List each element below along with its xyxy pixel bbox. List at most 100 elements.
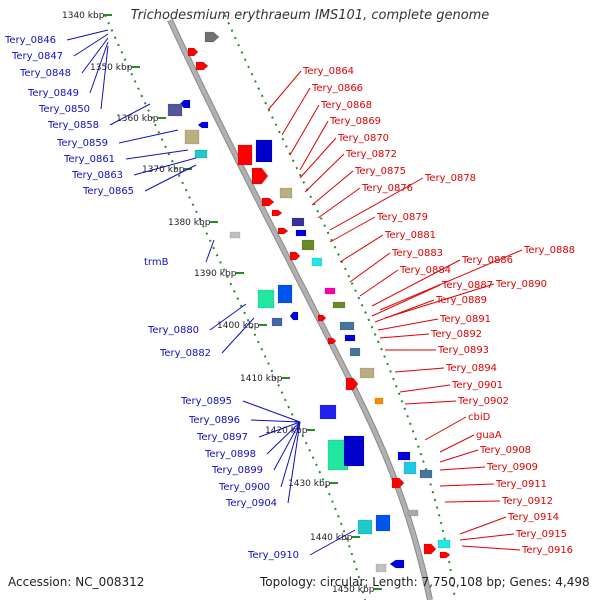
gene-label-right[interactable]: Tery_0868 bbox=[320, 100, 372, 111]
gene-label-right[interactable]: Tery_0912 bbox=[501, 496, 553, 507]
gene-feature[interactable] bbox=[391, 477, 405, 489]
gene-label-right[interactable]: Tery_0909 bbox=[486, 462, 538, 473]
gene-feature[interactable] bbox=[311, 257, 323, 267]
gene-label-left[interactable]: Tery_0900 bbox=[218, 482, 270, 493]
gene-feature[interactable] bbox=[423, 543, 437, 555]
gene-feature[interactable] bbox=[187, 47, 199, 57]
gene-feature[interactable] bbox=[419, 469, 433, 479]
gene-feature[interactable] bbox=[277, 227, 289, 235]
gene-label-left[interactable]: Tery_0880 bbox=[147, 325, 199, 336]
gene-label-right[interactable]: Tery_0884 bbox=[399, 265, 451, 276]
gene-feature[interactable] bbox=[357, 519, 373, 535]
gene-feature[interactable] bbox=[251, 167, 269, 185]
gene-label-left[interactable]: Tery_0910 bbox=[247, 550, 299, 561]
gene-feature[interactable] bbox=[194, 149, 208, 159]
gene-feature[interactable] bbox=[437, 539, 451, 549]
gene-label-right[interactable]: Tery_0915 bbox=[515, 529, 567, 540]
gene-label-left[interactable]: Tery_0904 bbox=[225, 498, 277, 509]
gene-feature[interactable] bbox=[343, 435, 365, 467]
gene-feature[interactable] bbox=[345, 377, 359, 391]
gene-label-right[interactable]: Tery_0893 bbox=[437, 345, 489, 356]
gene-label-right[interactable]: Tery_0901 bbox=[451, 380, 503, 391]
gene-label-right[interactable]: Tery_0883 bbox=[391, 248, 443, 259]
gene-label-left[interactable]: Tery_0882 bbox=[159, 348, 211, 359]
gene-feature[interactable] bbox=[339, 321, 355, 331]
gene-feature[interactable] bbox=[301, 239, 315, 251]
gene-label-right[interactable]: Tery_0894 bbox=[445, 363, 497, 374]
gene-label-left[interactable]: Tery_0846 bbox=[4, 35, 56, 46]
gene-label-right[interactable]: Tery_0887 bbox=[441, 280, 493, 291]
gene-feature[interactable] bbox=[389, 559, 405, 569]
gene-label-right[interactable]: Tery_0875 bbox=[354, 166, 406, 177]
gene-feature[interactable] bbox=[327, 337, 337, 345]
gene-feature[interactable] bbox=[375, 563, 387, 573]
gene-label-left[interactable]: Tery_0849 bbox=[27, 88, 79, 99]
gene-feature[interactable] bbox=[349, 347, 361, 357]
gene-label-left[interactable]: Tery_0858 bbox=[47, 120, 99, 131]
gene-feature[interactable] bbox=[195, 61, 209, 71]
gene-label-left[interactable]: Tery_0850 bbox=[38, 104, 90, 115]
gene-label-right[interactable]: cbiD bbox=[468, 412, 491, 423]
gene-feature[interactable] bbox=[319, 404, 337, 420]
gene-feature[interactable] bbox=[344, 334, 356, 342]
gene-label-left[interactable]: Tery_0895 bbox=[180, 396, 232, 407]
gene-label-right[interactable]: Tery_0889 bbox=[435, 295, 487, 306]
gene-label-right[interactable]: Tery_0876 bbox=[361, 183, 413, 194]
gene-feature[interactable] bbox=[261, 197, 275, 207]
gene-feature[interactable] bbox=[229, 231, 241, 239]
gene-feature[interactable] bbox=[439, 551, 451, 559]
gene-feature[interactable] bbox=[397, 451, 411, 461]
gene-feature[interactable] bbox=[403, 461, 417, 475]
gene-label-right[interactable]: Tery_0902 bbox=[457, 396, 509, 407]
gene-label-right[interactable]: Tery_0872 bbox=[345, 149, 397, 160]
gene-feature[interactable] bbox=[359, 367, 375, 379]
gene-feature[interactable] bbox=[237, 144, 253, 166]
gene-feature[interactable] bbox=[255, 139, 273, 163]
gene-label-left[interactable]: Tery_0897 bbox=[196, 432, 248, 443]
gene-feature[interactable] bbox=[167, 103, 183, 117]
gene-label-right[interactable]: Tery_0870 bbox=[337, 133, 389, 144]
gene-label-left[interactable]: Tery_0899 bbox=[211, 465, 263, 476]
gene-feature[interactable] bbox=[291, 217, 305, 227]
gene-label-right[interactable]: Tery_0878 bbox=[424, 173, 476, 184]
gene-feature[interactable] bbox=[289, 311, 299, 321]
gene-feature[interactable] bbox=[257, 289, 275, 309]
gene-feature[interactable] bbox=[332, 301, 346, 309]
gene-label-right[interactable]: Tery_0892 bbox=[430, 329, 482, 340]
gene-label-left[interactable]: Tery_0865 bbox=[82, 186, 134, 197]
gene-feature[interactable] bbox=[204, 31, 220, 43]
gene-label-right[interactable]: Tery_0864 bbox=[302, 66, 354, 77]
gene-label-right[interactable]: Tery_0911 bbox=[495, 479, 547, 490]
gene-feature[interactable] bbox=[374, 397, 384, 405]
gene-label-right[interactable]: Tery_0879 bbox=[376, 212, 428, 223]
gene-label-right[interactable]: Tery_0891 bbox=[439, 314, 491, 325]
gene-label-right[interactable]: Tery_0916 bbox=[521, 545, 573, 556]
gene-label-left[interactable]: Tery_0859 bbox=[56, 138, 108, 149]
gene-label-right[interactable]: Tery_0888 bbox=[523, 245, 575, 256]
gene-feature[interactable] bbox=[271, 317, 283, 327]
gene-label-left[interactable]: Tery_0863 bbox=[71, 170, 123, 181]
gene-feature[interactable] bbox=[271, 209, 283, 217]
gene-label-left[interactable]: Tery_0861 bbox=[63, 154, 115, 165]
gene-feature[interactable] bbox=[277, 284, 293, 304]
gene-feature[interactable] bbox=[289, 251, 301, 261]
gene-label-left[interactable]: Tery_0847 bbox=[11, 51, 63, 62]
gene-feature[interactable] bbox=[184, 129, 200, 145]
gene-label-left[interactable]: Tery_0898 bbox=[204, 449, 256, 460]
gene-label-right[interactable]: Tery_0866 bbox=[311, 83, 363, 94]
gene-label-right[interactable]: Tery_0869 bbox=[329, 116, 381, 127]
gene-label-right[interactable]: Tery_0890 bbox=[495, 279, 547, 290]
gene-feature[interactable] bbox=[407, 509, 419, 517]
gene-label-left[interactable]: Tery_0848 bbox=[19, 68, 71, 79]
gene-feature[interactable] bbox=[324, 287, 336, 295]
gene-label-left[interactable]: Tery_0896 bbox=[188, 415, 240, 426]
gene-label-right[interactable]: Tery_0914 bbox=[507, 512, 559, 523]
gene-label-right[interactable]: guaA bbox=[476, 430, 502, 441]
gene-label-right[interactable]: Tery_0881 bbox=[384, 230, 436, 241]
gene-feature[interactable] bbox=[317, 314, 327, 322]
gene-label-left[interactable]: trmB bbox=[144, 257, 169, 268]
gene-feature[interactable] bbox=[295, 229, 307, 237]
gene-label-right[interactable]: Tery_0886 bbox=[461, 255, 513, 266]
